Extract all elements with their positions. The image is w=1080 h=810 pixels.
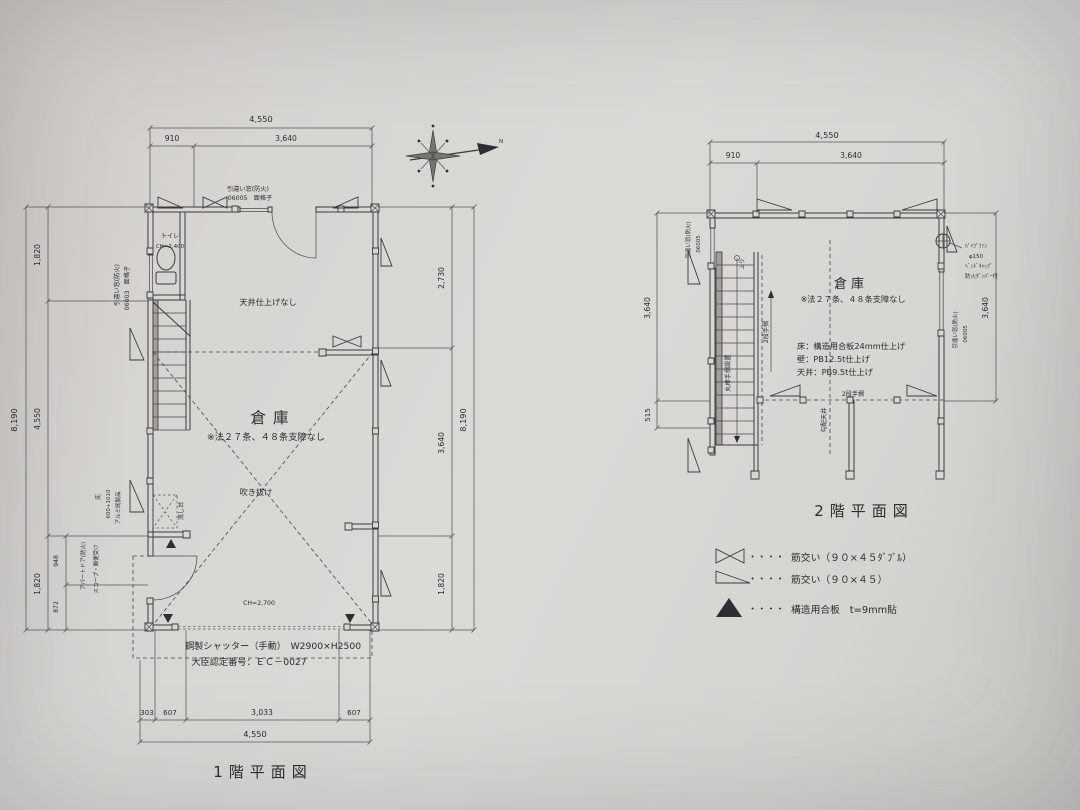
dim: 3,640 <box>840 151 862 160</box>
plan1-top-door <box>271 211 317 259</box>
brace-single-icon <box>715 570 751 584</box>
sink-unit <box>152 494 178 529</box>
dim: 1,820 <box>33 573 42 595</box>
dim: 4,550 <box>249 114 272 124</box>
ceiling-height: CH=2,700 <box>243 600 275 607</box>
plan1-title: 1階平面図 <box>213 763 313 781</box>
dim: 4,550 <box>815 130 838 140</box>
dim: 3,033 <box>251 708 273 717</box>
plan1-post-crosses <box>144 203 380 632</box>
toilet-fixture <box>155 245 177 285</box>
window-label: 06005 <box>963 325 969 343</box>
dim: 4,550 <box>243 729 266 739</box>
sloped-ceiling-label: 勾配天井 <box>820 408 828 433</box>
dim: 8,190 <box>458 408 468 431</box>
north-arrow-icon: N <box>405 124 503 188</box>
window-label: 引違い窓(防火) <box>113 264 121 306</box>
dim: 1,820 <box>33 244 42 266</box>
dim: 3,640 <box>275 134 297 143</box>
brace-double-icon <box>715 548 745 564</box>
window-label: 06005 <box>696 235 702 253</box>
plan1-dimension-lines <box>23 125 477 745</box>
canopy-dashed-outline <box>132 555 373 659</box>
canopy-label: アルミ既製品 <box>114 491 122 524</box>
legend: ・・・・ 筋交い（９０×４５ﾀﾞﾌﾞﾙ） ・・・・ 筋交い（９０×４５） ・・・… <box>715 548 912 617</box>
dim: 3,640 <box>437 432 446 454</box>
plywood-marks-plan1 <box>163 539 355 623</box>
dim: 4,550 <box>33 408 42 430</box>
shutter-note: 鋼製シャッター（手動） W2900×H2500 <box>185 640 361 652</box>
door-label: アパートドア(防火) <box>79 542 87 590</box>
stair-up-label: 上り <box>738 258 746 269</box>
plan2-dimension-lines <box>654 139 999 431</box>
dim: 1,820 <box>437 573 446 595</box>
legend-dots: ・・・・ <box>748 574 785 585</box>
dim: 3,640 <box>981 297 990 319</box>
void-dashed-lines <box>152 351 374 626</box>
note: 天井仕上げなし <box>239 297 296 307</box>
room-note: ※法２７条、４８条支障なし <box>207 431 325 443</box>
dim: 607 <box>163 708 177 717</box>
plan1: 4,550 910 3,640 8,190 1,820 4,550 1,820 … <box>9 114 477 781</box>
room-name: 倉庫 <box>250 409 295 427</box>
plan2-title: 2階平面図 <box>814 502 914 520</box>
window-label: 06003 面格子 <box>123 266 131 310</box>
sink-label: 流し台 <box>177 502 185 521</box>
dim: 303 <box>140 708 154 717</box>
north-label: N <box>499 139 503 145</box>
window-label: 06005 面格子 <box>228 194 272 202</box>
legend-dots: ・・・・ <box>748 604 785 615</box>
finish-note: 壁：PB12.5t仕上げ <box>797 354 871 364</box>
legend-label: 筋交い（９０×４５） <box>791 573 887 586</box>
legend-label: 筋交い（９０×４５ﾀﾞﾌﾞﾙ） <box>791 551 912 564</box>
plan2-stairs <box>715 251 759 446</box>
cert-note: 大臣認定番号：ＥＣ－0027 <box>191 656 306 668</box>
dim: 2,730 <box>437 267 446 289</box>
pipe-fan-icon <box>935 233 963 249</box>
dim: 910 <box>165 134 180 143</box>
dim: 3,640 <box>643 297 652 319</box>
plan2-windows <box>710 228 944 335</box>
window-label: 引違い窓(防火) <box>951 311 959 348</box>
legend-label: 構造用合板 t=9mm貼 <box>791 603 897 616</box>
finish-note: 天井：PB9.5t仕上げ <box>797 367 874 377</box>
dim: 948 <box>53 555 60 567</box>
canopy-label: 庇 <box>94 494 102 500</box>
finish-note: 床：構造用合板24mm仕上げ <box>797 341 906 351</box>
plan1-windows <box>149 208 268 295</box>
handrail-label: 2段手摺 <box>842 390 865 398</box>
plan2: 4,550 910 3,640 3,640 515 3,640 引違い窓(防火)… <box>643 130 999 520</box>
dim: 872 <box>53 601 60 613</box>
stair-label: 丸棒手摺設置 <box>724 354 732 391</box>
plywood-icon <box>716 598 742 617</box>
dim: 515 <box>643 408 652 422</box>
plan2-post-crosses <box>706 209 946 219</box>
dim: 910 <box>726 151 741 160</box>
ceiling-height: CH=2,400 <box>156 244 185 250</box>
brace-symbols-plan1 <box>129 196 393 597</box>
fan-label: ﾊﾟｲﾌﾟﾌｧﾝ <box>965 243 987 250</box>
door-label: スコープ・郵便受け <box>92 544 100 594</box>
room-note: ※法２７条、４８条支障なし <box>800 294 905 304</box>
window-label: 引違い窓(防火) <box>227 185 269 193</box>
shutter-track <box>178 625 348 630</box>
handrail-label: 2段手摺 <box>762 321 770 344</box>
dim: 607 <box>347 708 361 717</box>
plan1-stairs <box>152 299 191 431</box>
room-name: 倉庫 <box>834 277 868 292</box>
legend-dots: ・・・・ <box>748 552 785 563</box>
handrail-arrow <box>768 290 774 372</box>
fan-label: φ150 <box>969 254 984 260</box>
dim: 8,190 <box>9 408 19 431</box>
room-label: トイレ <box>161 233 180 240</box>
fan-label: ﾍﾞﾝﾄﾞｷｬｯﾌﾟ <box>965 263 993 270</box>
canopy-label: 600+1010 <box>106 489 112 519</box>
window-label: 引違い窓(防火) <box>684 221 692 258</box>
void-label: 吹き抜け <box>240 487 273 497</box>
fan-label: 防火ﾀﾞﾝﾊﾟｰ付 <box>965 272 999 280</box>
